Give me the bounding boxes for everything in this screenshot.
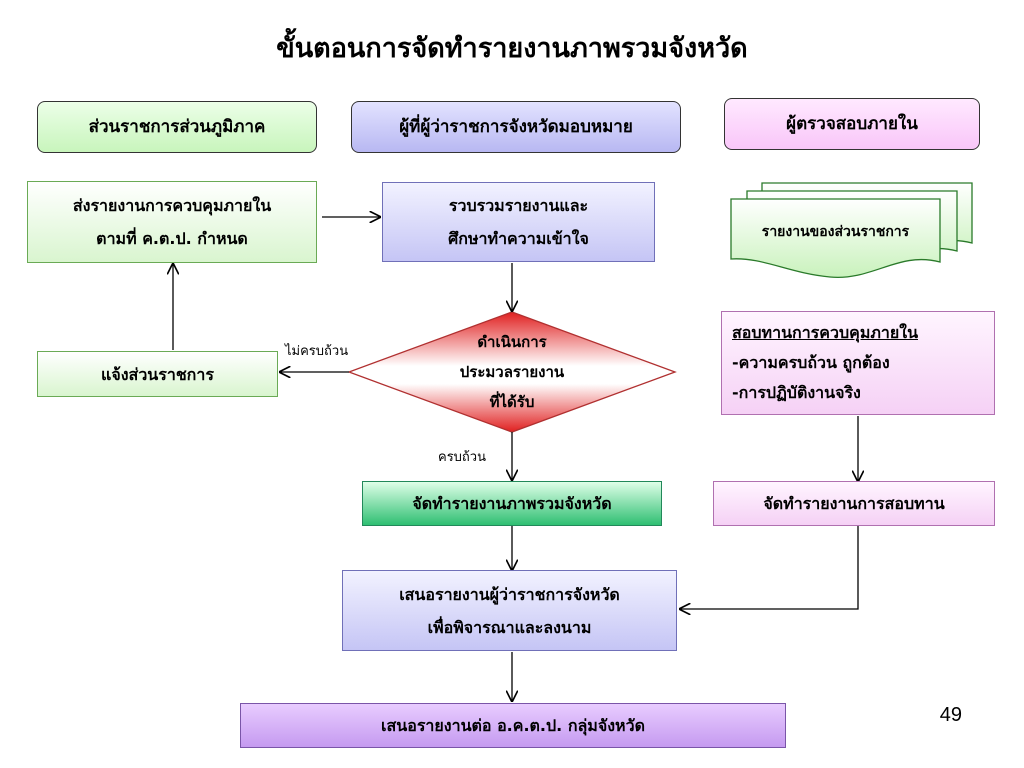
present-governor-box: เสนอรายงานผู้ว่าราชการจังหวัด เพื่อพิจาร…	[342, 570, 677, 651]
header-governor-label: ผู้ที่ผู้ว่าราชการจังหวัดมอบหมาย	[399, 116, 633, 137]
header-auditor-label: ผู้ตรวจสอบภายใน	[786, 113, 918, 134]
agency-reports-text: รายงานของส่วนราชการ	[761, 223, 910, 240]
decision-line2: ประมวลรายงาน	[459, 363, 565, 381]
decision-line3: ที่ได้รับ	[489, 393, 535, 411]
review-control-box: สอบทานการควบคุมภายใน -ความครบถ้วน ถูกต้อ…	[721, 311, 995, 415]
review-control-item-1: -ความครบถ้วน ถูกต้อง	[732, 353, 890, 372]
make-review-report-text: จัดทำรายงานการสอบทาน	[763, 494, 945, 513]
make-overview-box: จัดทำรายงานภาพรวมจังหวัด	[362, 481, 662, 526]
document-stack-icon	[730, 182, 973, 278]
present-governor-line1: เสนอรายงานผู้ว่าราชการจังหวัด	[399, 584, 620, 604]
make-overview-text: จัดทำรายงานภาพรวมจังหวัด	[412, 494, 612, 513]
decision-text: ดำเนินการ ประมวลรายงาน ที่ได้รับ	[412, 322, 612, 422]
collect-study-line2: ศึกษาทำความเข้าใจ	[448, 229, 589, 248]
incomplete-label: ไม่ครบถ้วน	[285, 344, 349, 359]
collect-study-line1: รวบรวมรายงานและ	[448, 196, 589, 215]
make-review-report-box: จัดทำรายงานการสอบทาน	[713, 481, 995, 526]
header-regional-label: ส่วนราชการส่วนภูมิภาค	[88, 116, 266, 137]
complete-label: ครบถ้วน	[438, 450, 486, 465]
present-kotopo-text: เสนอรายงานต่อ อ.ค.ต.ป. กลุ่มจังหวัด	[381, 716, 645, 735]
send-report-line1: ส่งรายงานการควบคุมภายใน	[72, 196, 272, 215]
notify-agency-box: แจ้งส่วนราชการ	[37, 351, 278, 397]
arrow-review-report-to-governor	[680, 526, 859, 609]
present-governor-line2: เพื่อพิจารณาและลงนาม	[427, 617, 592, 637]
header-regional-agency: ส่วนราชการส่วนภูมิภาค	[37, 101, 317, 153]
review-control-item-2: -การปฏิบัติงานจริง	[732, 383, 861, 402]
send-report-line2: ตามที่ ค.ต.ป. กำหนด	[96, 229, 248, 248]
page-number: 49	[939, 704, 962, 726]
collect-study-box: รวบรวมรายงานและ ศึกษาทำความเข้าใจ	[382, 182, 655, 262]
send-report-box: ส่งรายงานการควบคุมภายใน ตามที่ ค.ต.ป. กำ…	[27, 181, 317, 263]
present-kotopo-box: เสนอรายงานต่อ อ.ค.ต.ป. กลุ่มจังหวัด	[240, 703, 786, 748]
header-governor-assigned: ผู้ที่ผู้ว่าราชการจังหวัดมอบหมาย	[351, 101, 681, 153]
decision-line1: ดำเนินการ	[477, 333, 547, 351]
notify-agency-text: แจ้งส่วนราชการ	[101, 364, 214, 384]
page-title: ขั้นตอนการจัดทำรายงานภาพรวมจังหวัด	[276, 33, 748, 64]
review-control-heading: สอบทานการควบคุมภายใน	[732, 323, 919, 342]
header-internal-auditor: ผู้ตรวจสอบภายใน	[724, 98, 980, 150]
agency-reports-label: รายงานของส่วนราชการ	[731, 212, 940, 252]
